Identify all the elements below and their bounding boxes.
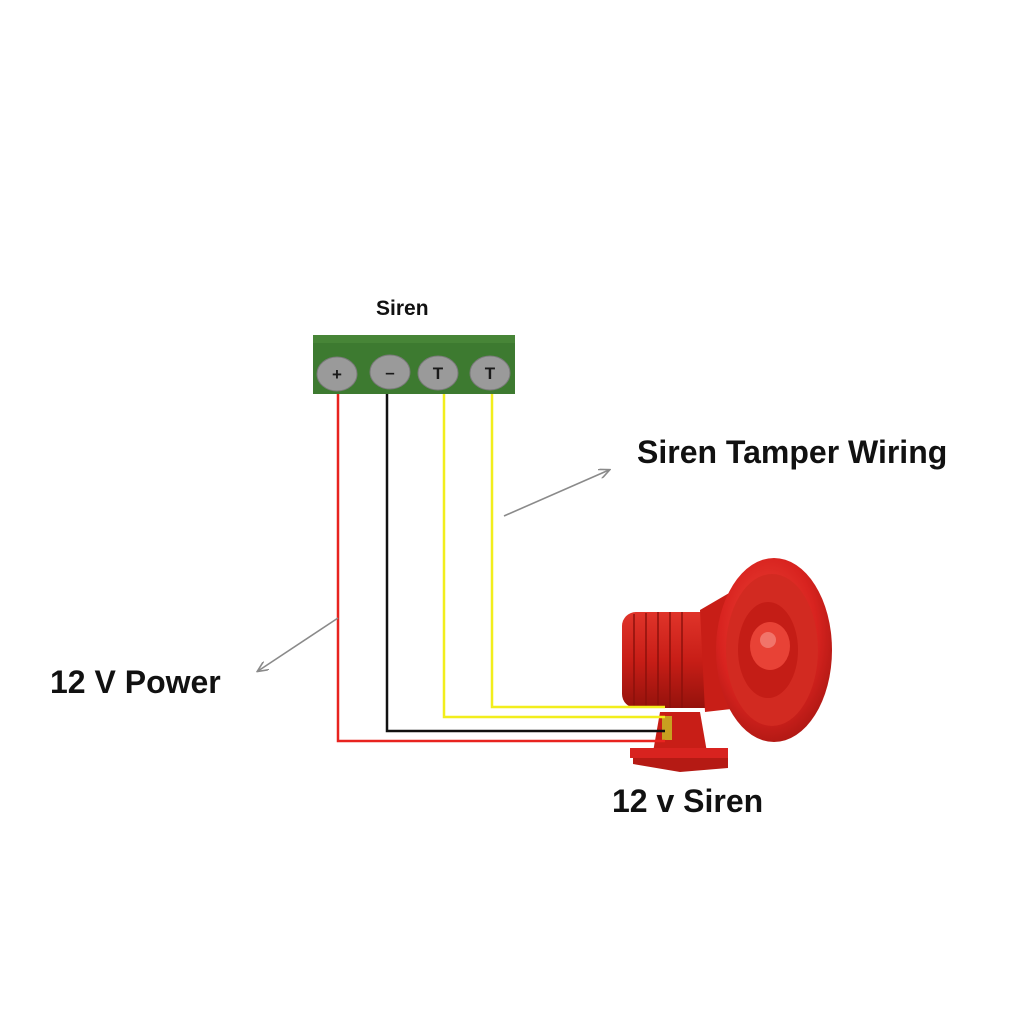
power-positive-wire <box>336 394 665 743</box>
annotation-arrows <box>258 470 609 671</box>
siren-label: 12 v Siren <box>612 783 764 819</box>
tamper-wire-2 <box>490 394 665 709</box>
terminal-plus: + <box>316 356 358 392</box>
terminal-tamper-2: T <box>469 355 511 391</box>
tamper-arrow <box>503 470 609 517</box>
terminal-block-title: Siren <box>376 297 429 320</box>
terminal-plus-label: + <box>332 365 342 384</box>
power-negative-wire <box>385 394 665 733</box>
power-label: 12 V Power <box>50 664 221 700</box>
tamper-wire-1 <box>442 394 665 719</box>
tamper-wiring-label: Siren Tamper Wiring <box>637 434 948 470</box>
siren-illustration <box>622 558 832 772</box>
terminal-tamper-1: T <box>417 355 459 391</box>
power-arrow <box>258 617 339 671</box>
wires <box>336 394 665 743</box>
terminal-minus: – <box>369 354 411 390</box>
terminal-minus-label: – <box>385 363 394 382</box>
terminal-block: + – T T <box>313 335 515 394</box>
terminal-tamper-1-label: T <box>433 364 444 383</box>
terminal-tamper-2-label: T <box>485 364 496 383</box>
